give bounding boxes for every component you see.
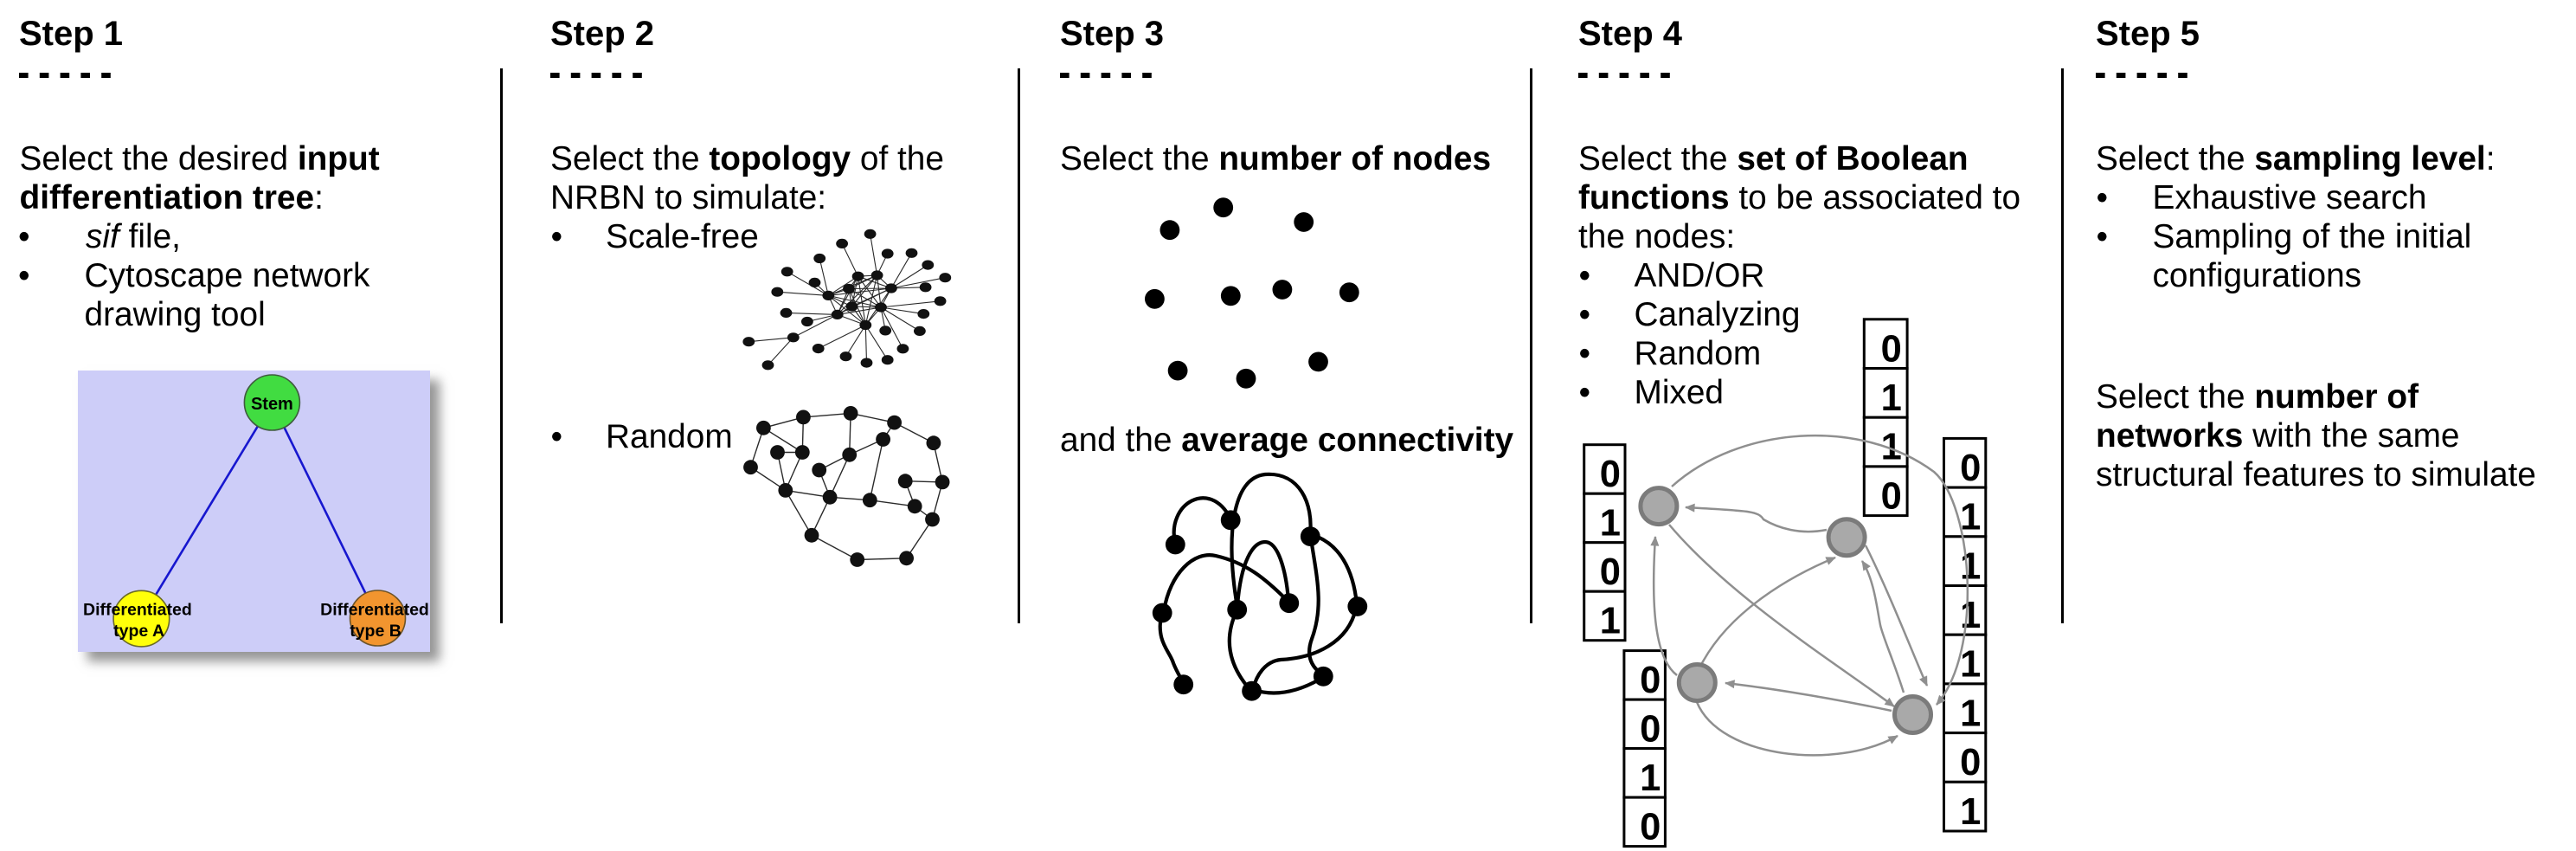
svg-text:1: 1 bbox=[1960, 497, 1981, 538]
svg-text:Differentiated: Differentiated bbox=[320, 600, 429, 619]
svg-text:1: 1 bbox=[1640, 758, 1661, 799]
svg-text:type B: type B bbox=[350, 622, 401, 641]
svg-text:1: 1 bbox=[1960, 545, 1981, 587]
svg-text:0: 0 bbox=[1881, 475, 1902, 517]
svg-text:1: 1 bbox=[1960, 644, 1981, 686]
svg-text:0: 0 bbox=[1600, 454, 1621, 495]
svg-text:1: 1 bbox=[1960, 791, 1981, 833]
svg-text:1: 1 bbox=[1960, 595, 1981, 636]
svg-text:0: 0 bbox=[1960, 742, 1981, 783]
svg-text:type A: type A bbox=[113, 622, 164, 641]
svg-text:1: 1 bbox=[1600, 503, 1621, 545]
svg-text:0: 0 bbox=[1960, 448, 1981, 489]
svg-text:0: 0 bbox=[1640, 709, 1661, 751]
svg-text:0: 0 bbox=[1640, 807, 1661, 848]
svg-text:1: 1 bbox=[1881, 377, 1902, 419]
svg-text:0: 0 bbox=[1881, 328, 1902, 370]
svg-text:0: 0 bbox=[1640, 660, 1661, 701]
svg-text:Stem: Stem bbox=[251, 395, 293, 414]
svg-text:1: 1 bbox=[1600, 601, 1621, 642]
svg-text:1: 1 bbox=[1960, 693, 1981, 734]
svg-text:Differentiated: Differentiated bbox=[83, 600, 192, 619]
svg-text:0: 0 bbox=[1600, 551, 1621, 593]
